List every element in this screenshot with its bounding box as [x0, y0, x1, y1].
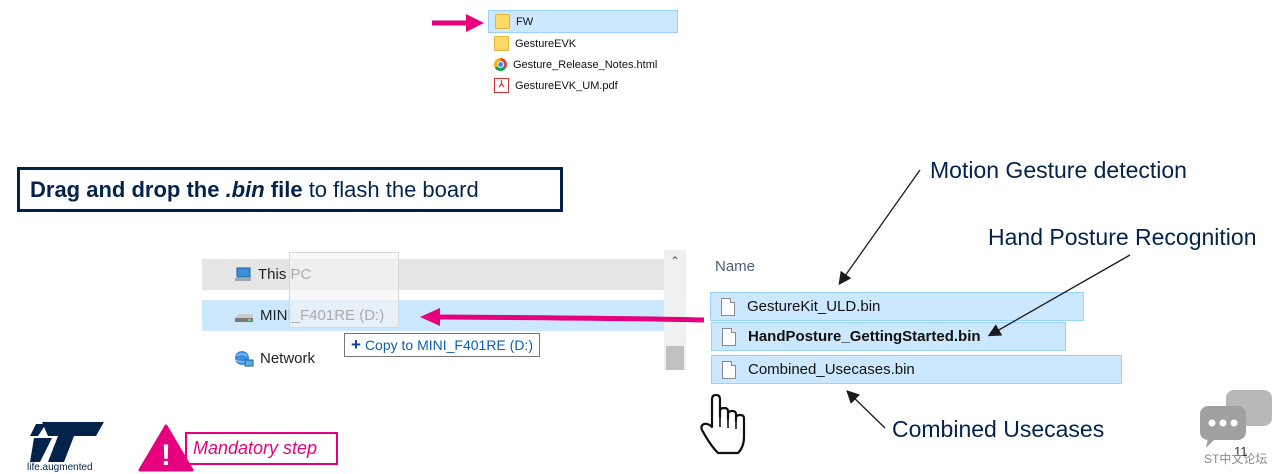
label-motion-gesture: Motion Gesture detection: [930, 157, 1187, 183]
instruction-bold-suffix: file: [264, 176, 303, 202]
hand-cursor-icon: [700, 393, 746, 455]
file-name: GestureKit_ULD.bin: [747, 298, 881, 315]
file-icon: [722, 327, 736, 346]
plus-icon: +: [351, 335, 361, 354]
instruction-rest: to flash the board: [302, 176, 479, 202]
st-logo-icon: [30, 422, 104, 462]
folder-item-label: GestureEVK: [515, 37, 577, 50]
network-icon: [235, 350, 254, 366]
hand-arrow-line: [987, 254, 1131, 337]
pointer-arrow-icon: [432, 14, 484, 32]
file-item-release-notes[interactable]: Gesture_Release_Notes.html: [488, 54, 678, 75]
label-combined-usecases: Combined Usecases: [892, 416, 1105, 442]
scroll-up-icon[interactable]: ⌃: [669, 254, 681, 268]
file-row-handposture[interactable]: HandPosture_GettingStarted.bin: [711, 322, 1066, 351]
copy-tooltip: + Copy to MINI_F401RE (D:): [344, 333, 540, 357]
file-item-label: Gesture_Release_Notes.html: [513, 58, 658, 71]
folder-item-gestureevk[interactable]: GestureEVK: [488, 33, 678, 54]
file-item-label: GestureEVK_UM.pdf: [515, 79, 618, 92]
logo-tagline: life.augmented: [27, 462, 93, 473]
instruction-bold-prefix: Drag and drop the: [30, 176, 226, 202]
vertical-scrollbar[interactable]: ⌃: [664, 250, 686, 370]
chat-bubble-icon: [1200, 390, 1272, 448]
motion-arrow-line: [838, 169, 921, 286]
instruction-bold-ext: .bin: [225, 176, 265, 202]
computer-icon: [235, 267, 251, 281]
nav-item-label: Network: [260, 350, 316, 367]
forum-watermark: ST中文论坛: [1204, 452, 1268, 466]
folder-listing: FW GestureEVK Gesture_Release_Notes.html…: [488, 10, 678, 96]
nav-item-network[interactable]: Network: [202, 343, 664, 374]
mandatory-step-label: Mandatory step: [185, 432, 338, 465]
label-hand-posture: Hand Posture Recognition: [988, 224, 1257, 250]
pdf-icon: ⅄: [494, 78, 509, 93]
file-row-combined[interactable]: Combined_Usecases.bin: [711, 355, 1122, 384]
file-icon: [722, 360, 736, 379]
drive-icon: [235, 313, 253, 322]
warning-icon: !: [138, 424, 194, 472]
drag-arrow-icon: [420, 308, 705, 326]
drag-ghost: [289, 252, 399, 328]
folder-icon: [495, 14, 510, 29]
chrome-icon: [494, 58, 507, 71]
nav-item-this-pc[interactable]: This PC: [202, 259, 664, 290]
combined-arrow-line: [846, 390, 886, 429]
file-icon: [721, 297, 735, 316]
folder-item-label: FW: [516, 15, 534, 28]
scrollbar-thumb[interactable]: [666, 346, 684, 370]
column-header-name[interactable]: Name: [715, 258, 756, 275]
file-name: Combined_Usecases.bin: [748, 361, 915, 378]
file-name: HandPosture_GettingStarted.bin: [748, 328, 981, 345]
copy-tooltip-text: Copy to MINI_F401RE (D:): [364, 337, 533, 353]
file-item-user-manual[interactable]: ⅄ GestureEVK_UM.pdf: [488, 75, 678, 96]
warning-mark: !: [161, 439, 171, 472]
page-number: 11: [1234, 444, 1248, 459]
instruction-box: Drag and drop the .bin file to flash the…: [17, 167, 563, 212]
folder-item-fw[interactable]: FW: [488, 10, 678, 33]
folder-icon: [494, 36, 509, 51]
